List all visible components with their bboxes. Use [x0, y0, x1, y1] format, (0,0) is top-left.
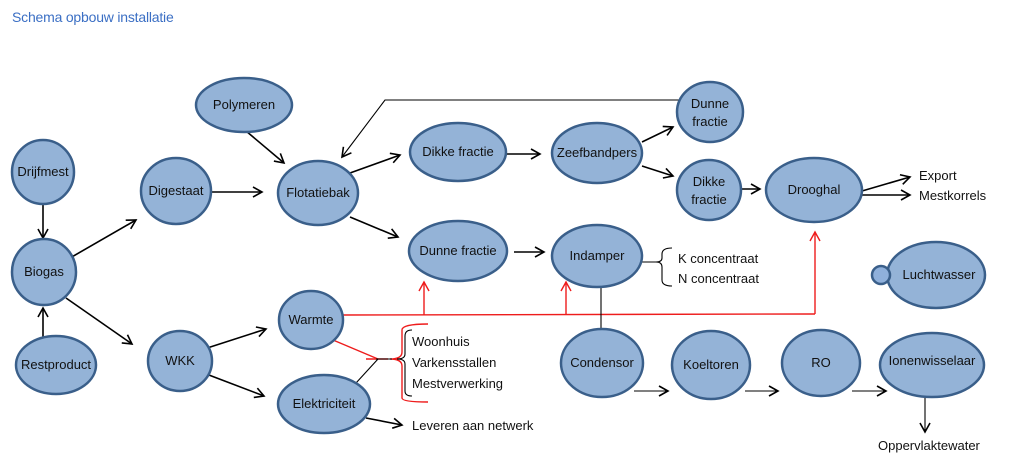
node-label-line1: Dunne [691, 96, 729, 111]
node-ionenwisselaar[interactable]: Ionenwisselaar [878, 331, 986, 399]
flow-arrows [37, 99, 931, 434]
label-leveren-aan-netwerk: Leveren aan netwerk [412, 418, 534, 433]
node-label: Condensor [570, 355, 634, 370]
node-label: Drijfmest [17, 164, 69, 179]
node-indamper[interactable]: Indamper [550, 223, 644, 289]
arrow-elektriciteit-netwerk [365, 417, 404, 429]
arrow-flotatiebak-dikke-fractie [349, 152, 402, 174]
node-label: Digestaat [149, 183, 204, 198]
node-label: Warmte [288, 312, 333, 327]
node-wkk[interactable]: WKK [146, 329, 214, 393]
node-label: Drooghal [788, 182, 841, 197]
node-flotatiebak[interactable]: Flotatiebak [276, 159, 360, 227]
node-koeltoren[interactable]: Koeltoren [670, 329, 752, 401]
node-condensor[interactable]: Condensor [559, 327, 645, 399]
node-label-line1: Dikke [693, 174, 726, 189]
heat-distribution-lines [332, 230, 821, 403]
node-label: Dunne fractie [419, 243, 496, 258]
node-label: WKK [165, 353, 195, 368]
arrow-polymeren-flotatiebak [245, 130, 286, 165]
node-dunne-fractie[interactable]: Dunne fractie [407, 219, 509, 283]
users-brace [376, 329, 413, 397]
node-label: Restproduct [21, 357, 91, 372]
arrow-drooghal-export [861, 173, 912, 192]
label-export: Export [919, 168, 957, 183]
node-label: Biogas [24, 264, 64, 279]
node-drooghal[interactable]: Drooghal [764, 156, 864, 224]
node-label: Luchtwasser [903, 267, 977, 282]
elektriciteit-to-users-line [355, 358, 379, 384]
arrow-biogas-wkk [65, 297, 134, 345]
arrow-flotatiebak-dunne-fractie [349, 216, 400, 239]
node-restproduct[interactable]: Restproduct [14, 334, 98, 396]
label-mestverwerking: Mestverwerking [412, 376, 503, 391]
node-elektriciteit[interactable]: Elektriciteit [276, 373, 372, 435]
node-warmte[interactable]: Warmte [277, 289, 345, 351]
concentraat-brace [642, 247, 673, 287]
node-label-line2: fractie [691, 192, 726, 207]
warmte-to-users-line [332, 339, 379, 360]
node-label-line2: fractie [692, 114, 727, 129]
node-label: RO [811, 355, 831, 370]
node-label: Dikke fractie [422, 144, 494, 159]
node-dikke-fractie[interactable]: Dikke fractie [408, 121, 508, 183]
label-varkensstallen: Varkensstallen [412, 355, 496, 370]
heat-main-line [341, 313, 816, 316]
label-woonhuis: Woonhuis [412, 334, 470, 349]
diagram-title: Schema opbouw installatie [12, 9, 174, 25]
node-label: Indamper [570, 248, 626, 263]
arrow-wkk-elektriciteit [200, 371, 266, 399]
node-ro[interactable]: RO [780, 328, 862, 398]
label-n-concentraat: N concentraat [678, 271, 759, 286]
node-polymeren[interactable]: Polymeren [194, 76, 294, 134]
node-dikke-fractie-2[interactable]: Dikke fractie [675, 158, 743, 222]
label-k-concentraat: K concentraat [678, 251, 759, 266]
node-luchtwasser[interactable]: Luchtwasser [870, 240, 987, 310]
node-drijfmest[interactable]: Drijfmest [10, 138, 76, 206]
node-label: Polymeren [213, 97, 275, 112]
node-digestaat[interactable]: Digestaat [139, 156, 213, 226]
label-mestkorrels: Mestkorrels [919, 188, 987, 203]
arrow-biogas-digestaat [69, 219, 138, 259]
node-label: Ionenwisselaar [889, 353, 976, 368]
arrow-zeefbandpers-dunne-fractie [641, 125, 675, 143]
node-label: Koeltoren [683, 357, 739, 372]
arrow-dunne-fractie-return [341, 99, 680, 159]
node-zeefbandpers[interactable]: Zeefbandpers [550, 121, 644, 185]
arrow-wkk-warmte [200, 326, 268, 351]
node-biogas[interactable]: Biogas [10, 237, 78, 307]
node-label: Flotatiebak [286, 185, 350, 200]
arrow-zeefbandpers-dikke-fractie [641, 165, 675, 179]
label-oppervlaktewater: Oppervlaktewater [878, 438, 981, 453]
node-dunne-fractie-2[interactable]: Dunne fractie [675, 80, 745, 144]
node-label: Zeefbandpers [557, 145, 638, 160]
node-label: Elektriciteit [293, 396, 356, 411]
